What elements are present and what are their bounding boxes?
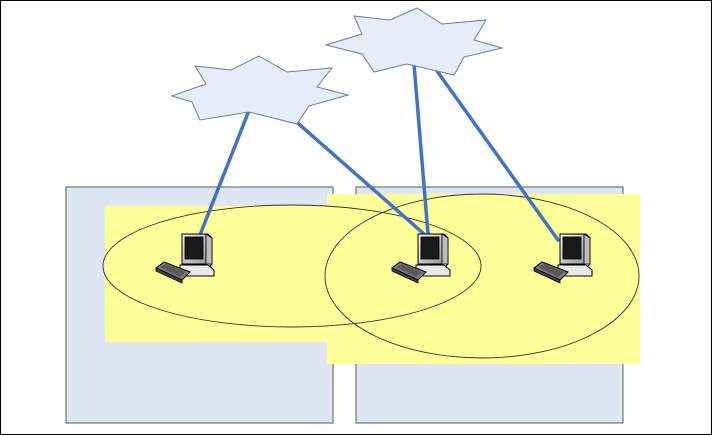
coverage-area-right [327,194,640,364]
